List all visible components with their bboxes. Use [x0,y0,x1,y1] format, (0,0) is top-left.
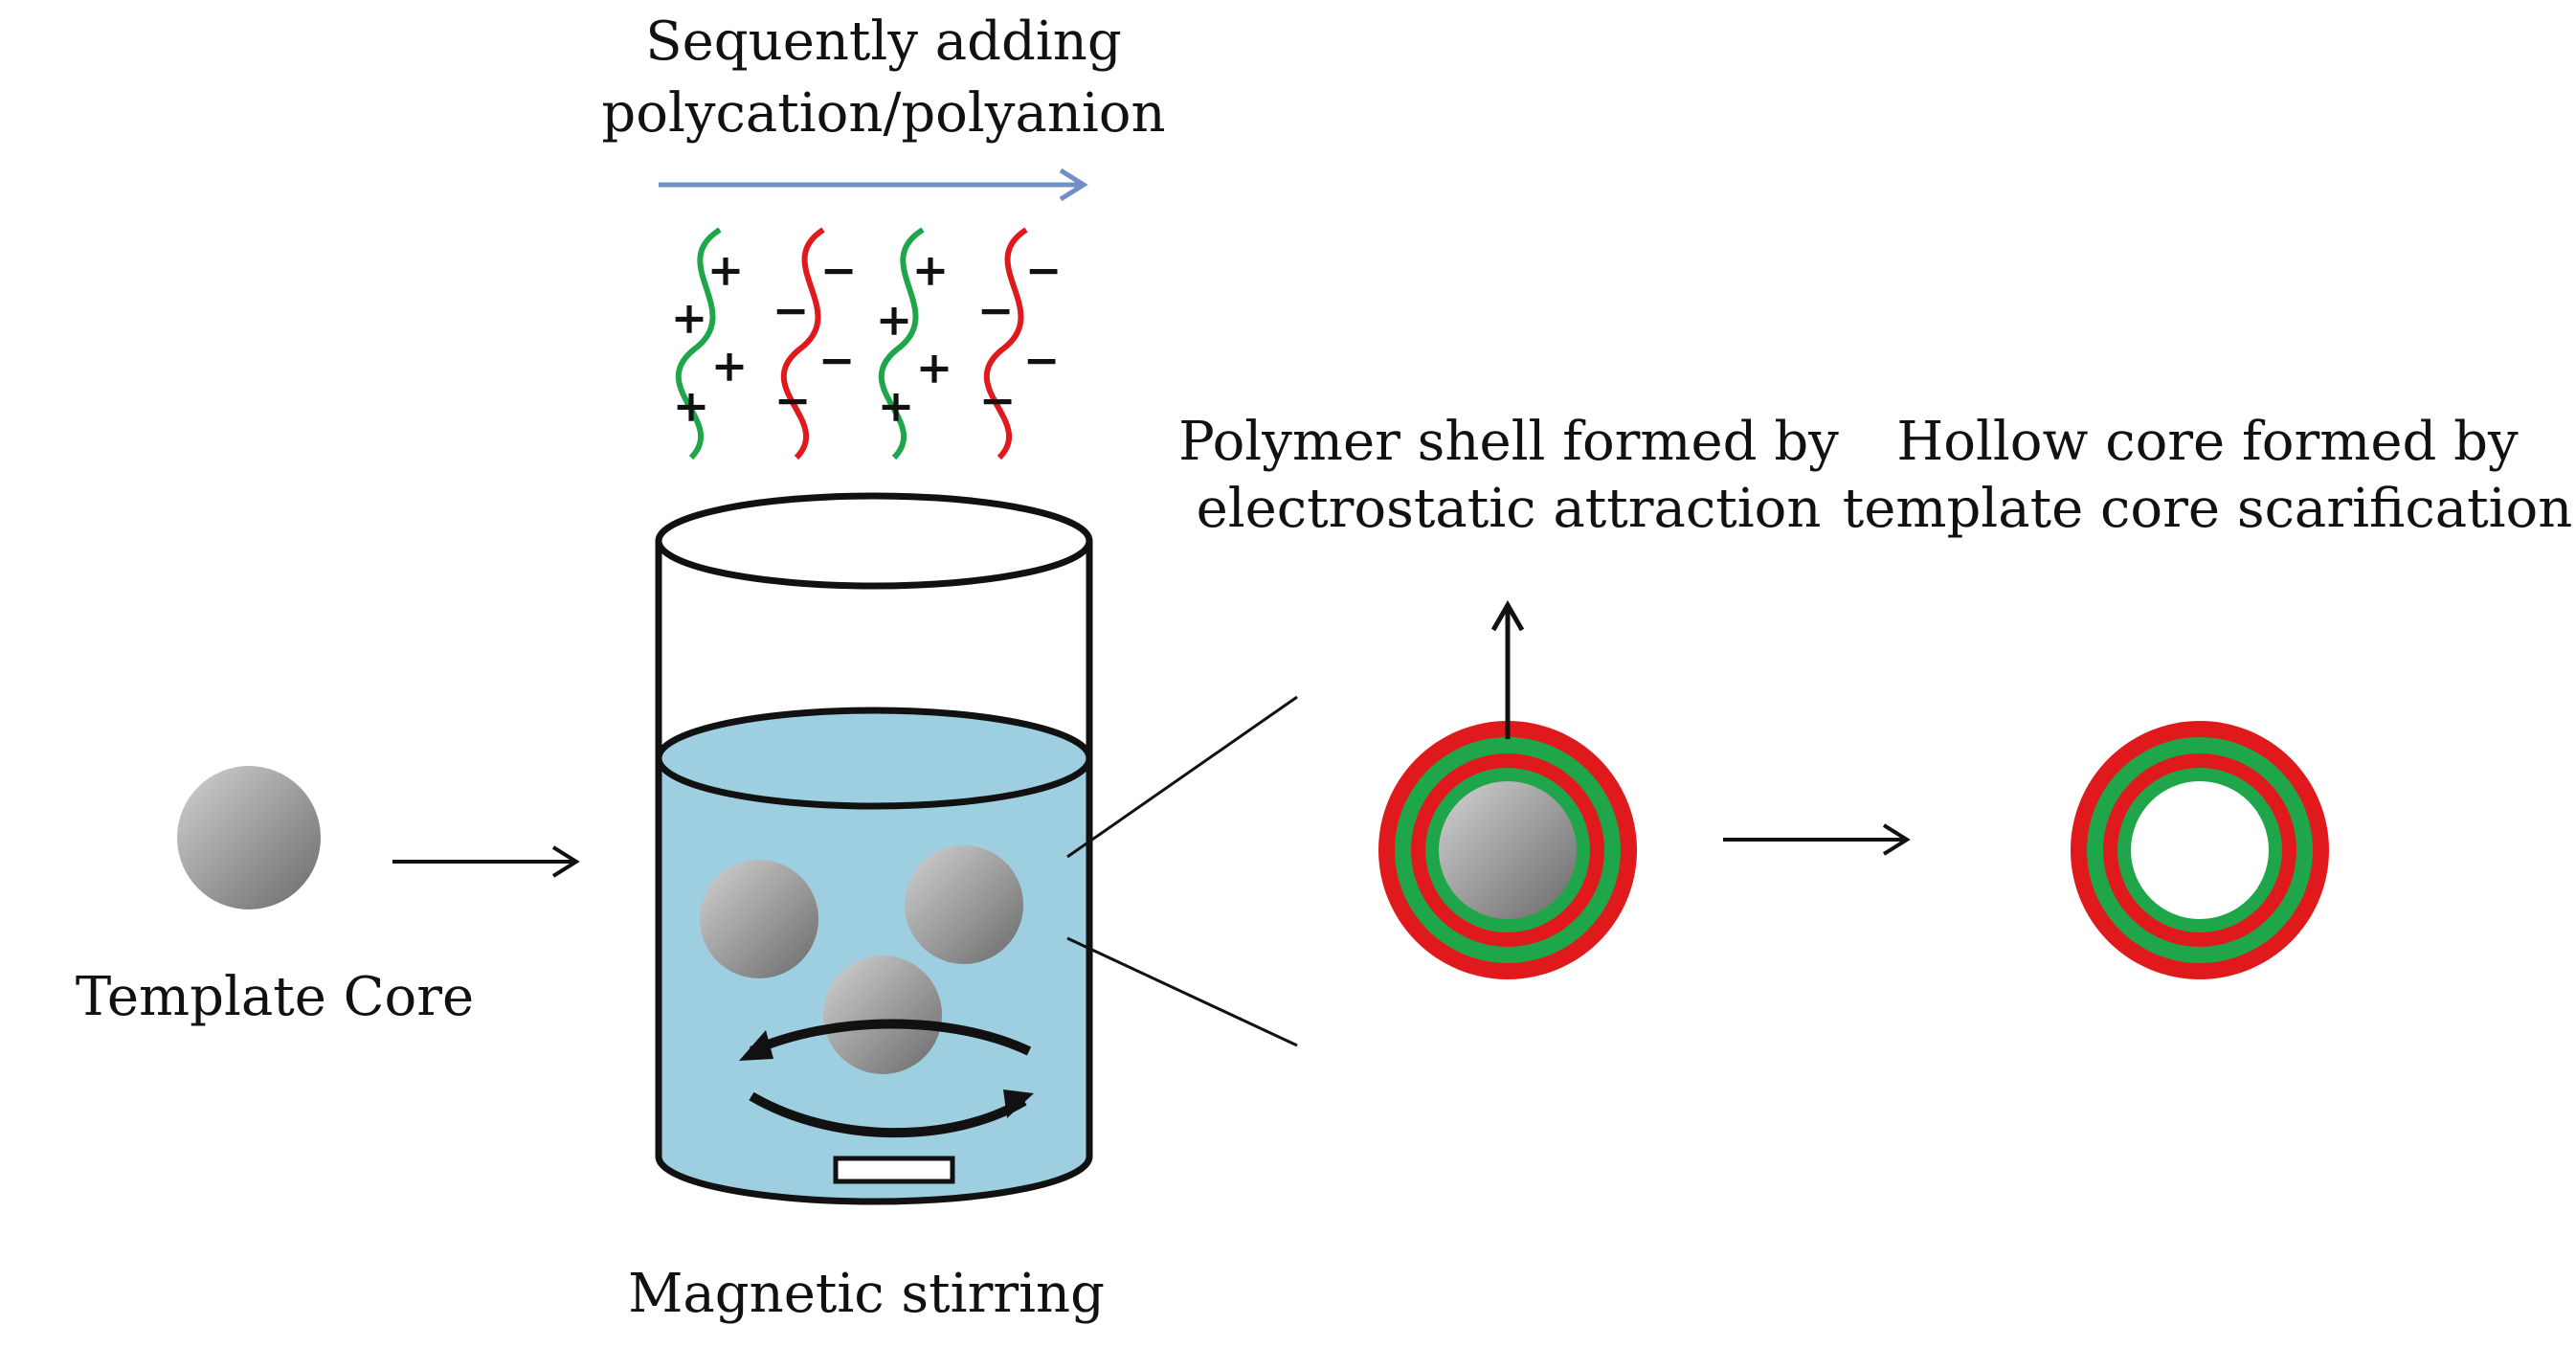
hollow-caption-line2: template core scarification [1843,478,2573,540]
beaker [655,492,1093,1205]
magnetic-stir-bar [833,1156,955,1184]
minus-sign: − [979,374,1017,426]
minus-sign: − [1023,334,1061,386]
minus-sign: − [773,284,810,336]
plus-sign: + [673,380,710,432]
top-caption-line1: Sequently adding [645,11,1121,73]
plus-sign: + [671,292,708,344]
plus-signs: + + + + + + + + [671,244,953,432]
plus-sign: + [876,294,913,346]
zoom-line-bottom [1066,936,1298,1047]
template-core-in-solution [905,845,1023,964]
minus-sign: − [774,374,812,426]
minus-sign: − [820,244,858,296]
top-arrow [659,168,1088,202]
plus-sign: + [912,244,950,296]
polycation-chain-1 [675,227,722,460]
hollow-core [2131,781,2269,919]
template-core-in-solution [823,955,942,1074]
template-core-in-solution [700,860,818,978]
arrow-to-hollow [1723,823,1911,856]
minus-signs: − − − − − − − − [773,244,1063,426]
minus-sign: − [1025,244,1063,296]
shell-pointer-arrow [1490,599,1525,739]
stirring-arrows [739,1019,1034,1138]
beaker-rim [655,492,1093,590]
polycation-chain-2 [878,227,925,460]
shell-caption-line2: electrostatic attraction [1197,478,1822,540]
polyanion-chain-1 [780,227,825,460]
shell-caption-line1: Polymer shell formed by [1178,411,1839,473]
plus-sign: + [878,380,915,432]
template-core-sphere [177,766,321,910]
template-core-label: Template Core [76,966,474,1028]
magnetic-stirring-label: Magnetic stirring [628,1263,1105,1325]
template-core-in-shell [1439,781,1577,919]
minus-sign: − [977,284,1015,336]
hollow-capsule [2071,721,2329,979]
minus-sign: − [818,334,856,386]
top-caption-line2: polycation/polyanion [601,82,1165,145]
zoom-line-top [1066,695,1298,859]
hollow-caption-line1: Hollow core formed by [1896,411,2519,473]
polyanion-chain-2 [983,227,1028,460]
plus-sign: + [916,342,953,393]
coated-particle [1378,721,1637,979]
arrow-to-beaker [392,845,580,878]
plus-sign: + [711,340,749,392]
plus-sign: + [707,244,745,296]
liquid-surface [655,707,1093,810]
